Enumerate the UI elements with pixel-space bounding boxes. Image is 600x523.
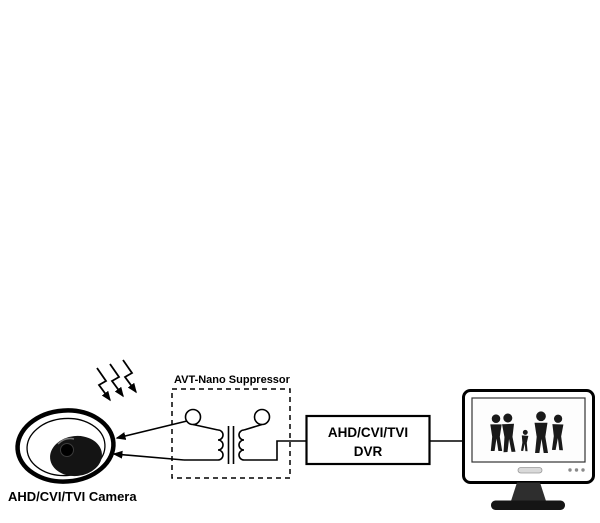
camera-dome-highlight xyxy=(57,437,75,445)
person-silhouette xyxy=(490,414,503,451)
camera-lens-icon xyxy=(60,443,74,457)
suppressor-dashed-border xyxy=(171,388,291,479)
transformer-left-coil xyxy=(217,429,224,461)
dvr-label-line1: AHD/CVI/TVI xyxy=(328,425,408,440)
indicator-dot xyxy=(568,468,572,472)
monitor-stand-base xyxy=(491,500,565,510)
terminal-circle-right xyxy=(253,408,271,426)
lightning-arrow xyxy=(109,363,124,398)
monitor-stand-neck xyxy=(511,482,546,501)
terminal-circle-left xyxy=(184,408,202,426)
arrow-to-camera-bottom xyxy=(112,450,185,461)
dome-camera-icon xyxy=(15,408,116,484)
dvr-box: AHD/CVI/TVI DVR xyxy=(305,414,431,466)
lightning-arrow xyxy=(122,359,137,394)
arrow-to-camera-top xyxy=(115,420,188,440)
monitor-screen xyxy=(471,397,586,463)
suppressor-box xyxy=(171,388,306,479)
transformer-right-coil xyxy=(238,429,245,461)
camera-label: AHD/CVI/TVI Camera xyxy=(8,489,137,504)
people-silhouettes xyxy=(490,411,564,453)
person-silhouette xyxy=(551,414,564,451)
monitor-indicator-dots xyxy=(568,468,585,472)
wire-right-terminal-to-coil xyxy=(243,423,263,431)
transformer-icon xyxy=(217,426,245,464)
wire-suppressor-to-dvr xyxy=(244,440,306,461)
indicator-dot xyxy=(581,468,585,472)
monitor-button xyxy=(517,467,543,474)
wire-left-terminal-to-coil xyxy=(192,423,219,431)
camera-housing-ring xyxy=(15,408,116,484)
person-silhouette xyxy=(502,413,516,453)
person-silhouette xyxy=(534,411,549,453)
monitor-icon xyxy=(462,389,595,510)
suppressor-to-camera-arrows xyxy=(112,420,188,461)
dvr-label-line2: DVR xyxy=(354,444,383,459)
child-silhouette xyxy=(520,429,529,452)
suppressor-label: AVT-Nano Suppressor xyxy=(174,374,291,386)
indicator-dot xyxy=(574,468,579,472)
lightning-arrows xyxy=(96,359,137,402)
lightning-arrow xyxy=(96,367,111,402)
dvr-border xyxy=(305,414,431,466)
camera-inner-ring xyxy=(26,417,106,477)
